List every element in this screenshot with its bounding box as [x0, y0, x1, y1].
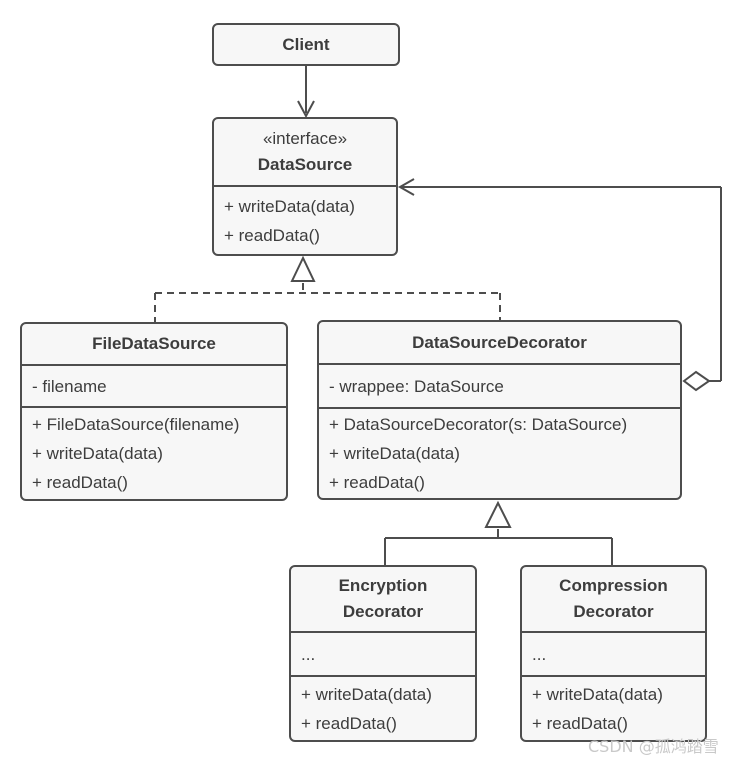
class-datasourcedecorator: DataSourceDecorator - wrappee: DataSourc… — [317, 320, 682, 500]
attributes-section: ... — [522, 631, 705, 675]
method-row: + writeData(data) — [301, 684, 432, 704]
class-title-line2: Decorator — [573, 602, 654, 621]
method-row: + writeData(data) — [224, 196, 355, 216]
class-title-line1: Encryption — [338, 576, 428, 595]
methods-section: + writeData(data) + readData() — [214, 185, 396, 254]
class-title: Client — [282, 34, 330, 54]
method-row: + writeData(data) — [532, 684, 663, 704]
method-row: + readData() — [329, 473, 425, 492]
class-title: DataSource — [257, 155, 353, 174]
hollow-triangle-up-icon — [290, 255, 316, 282]
csdn-watermark: CSDN @孤鸿踏雪 — [588, 737, 719, 756]
class-filedatasource: FileDataSource - filename + FileDataSour… — [20, 322, 288, 501]
methods-section: + writeData(data) + readData() — [522, 675, 705, 740]
class-header: Compression Decorator — [522, 567, 705, 631]
class-header: Encryption Decorator — [291, 567, 475, 631]
aggregation-connector — [397, 178, 722, 392]
attribute-row: - wrappee: DataSource — [329, 376, 504, 396]
class-compressiondecorator: Compression Decorator ... + writeData(da… — [520, 565, 707, 742]
class-header: DataSourceDecorator — [319, 322, 680, 363]
attribute-row: - filename — [32, 376, 107, 396]
client-to-datasource-arrow — [297, 66, 315, 119]
class-header: FileDataSource — [22, 324, 286, 364]
method-row: + DataSourceDecorator(s: DataSource) — [329, 415, 628, 434]
methods-section: + writeData(data) + readData() — [291, 675, 475, 740]
method-row: + writeData(data) — [32, 444, 163, 463]
attributes-section: - wrappee: DataSource — [319, 363, 680, 407]
attribute-row: ... — [532, 644, 547, 664]
class-header: «interface» DataSource — [214, 119, 396, 185]
hollow-triangle-up-icon — [484, 500, 512, 528]
method-row: + readData() — [32, 473, 128, 492]
class-client: Client — [212, 23, 400, 66]
methods-section: + FileDataSource(filename) + writeData(d… — [22, 406, 286, 499]
methods-section: + DataSourceDecorator(s: DataSource) + w… — [319, 407, 680, 498]
method-row: + readData() — [224, 225, 320, 245]
stereotype-label: «interface» — [262, 129, 348, 148]
attributes-section: - filename — [22, 364, 286, 406]
class-title: FileDataSource — [92, 334, 216, 353]
open-arrowhead-left-icon — [397, 178, 415, 196]
class-title-line1: Compression — [559, 576, 668, 595]
method-row: + writeData(data) — [329, 444, 460, 463]
class-datasource: «interface» DataSource + writeData(data)… — [212, 117, 398, 256]
attributes-section: ... — [291, 631, 475, 675]
aggregation-diamond-icon — [682, 370, 711, 392]
attribute-row: ... — [301, 644, 316, 664]
class-title: DataSourceDecorator — [412, 332, 587, 352]
inheritance-connector — [384, 500, 613, 565]
method-row: + readData() — [301, 713, 397, 733]
realization-connector — [154, 255, 501, 322]
class-title-line2: Decorator — [342, 602, 424, 621]
method-row: + readData() — [532, 713, 628, 733]
method-row: + FileDataSource(filename) — [32, 415, 240, 434]
class-encryptiondecorator: Encryption Decorator ... + writeData(dat… — [289, 565, 477, 742]
